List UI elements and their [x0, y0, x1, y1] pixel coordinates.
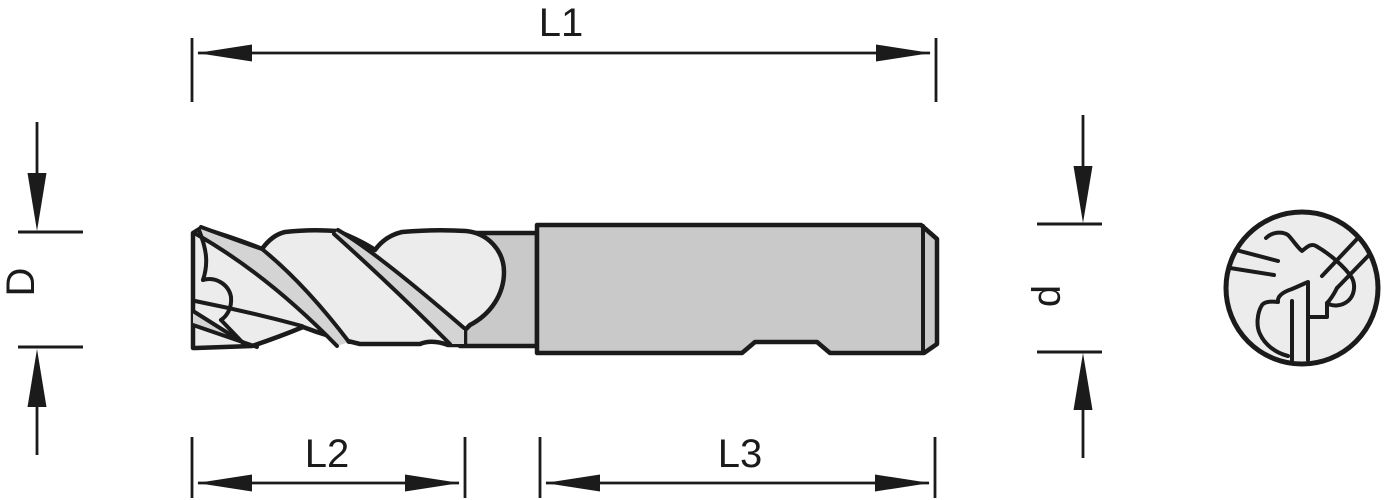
end-face-details — [193, 228, 304, 345]
side-view — [190, 222, 940, 356]
L1-arrow-right — [876, 44, 931, 62]
flute-band-a-upper-edge — [199, 225, 351, 344]
flute-band-b-lower-edge — [332, 232, 452, 346]
dimension-L3: L3 — [538, 432, 937, 498]
shank-body — [534, 222, 940, 356]
L1-label: L1 — [539, 1, 584, 45]
L3-arrow-right — [875, 474, 930, 492]
dimension-d: d — [1025, 115, 1102, 458]
d-arrow-down — [1073, 166, 1093, 223]
flute-band-b — [334, 230, 464, 344]
L1-arrow-left — [197, 44, 252, 62]
end-view-circle — [1223, 209, 1381, 367]
L2-arrow-right — [405, 474, 460, 492]
D-label: D — [0, 268, 43, 297]
L3-label: L3 — [718, 432, 763, 476]
flute-band-b-upper-edge — [336, 228, 466, 330]
dimension-L2: L2 — [190, 432, 467, 498]
flute-band-a-lower-edge — [194, 232, 339, 348]
L2-label: L2 — [305, 432, 350, 476]
dimension-D: D — [0, 122, 83, 455]
L2-arrow-left — [197, 474, 252, 492]
end-view-flute-pattern — [1228, 230, 1372, 362]
d-label: d — [1025, 285, 1069, 307]
end-view — [1223, 209, 1381, 367]
flute-band-c-lower-edge — [191, 323, 259, 349]
D-arrow-up — [27, 349, 47, 407]
d-arrow-up — [1073, 353, 1093, 410]
L3-arrow-left — [545, 474, 600, 492]
D-arrow-down — [27, 173, 47, 231]
dimension-L1: L1 — [190, 1, 938, 102]
